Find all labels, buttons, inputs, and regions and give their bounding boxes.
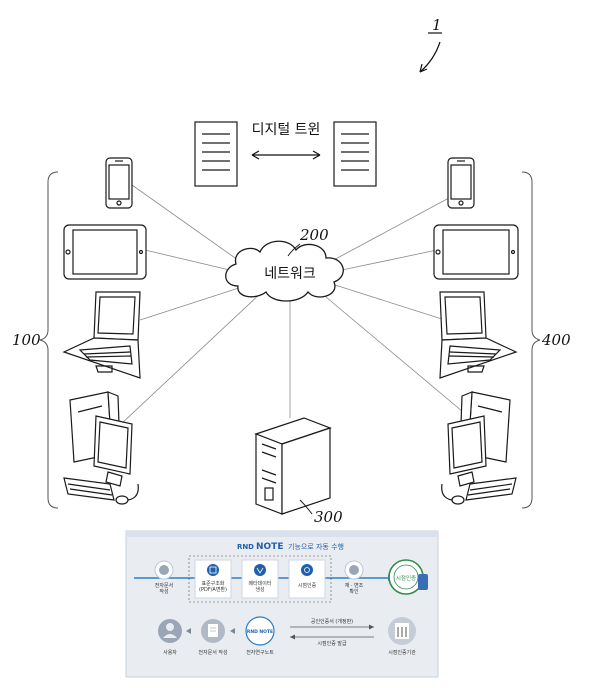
rnd-note-inset: RND NOTE 기능으로 자동 수행 전자문서 작성 표준구조화 (PDF/A…	[126, 531, 438, 677]
right-laptop-icon	[440, 292, 516, 378]
network-ref: 200	[299, 226, 329, 244]
left-group-brace	[40, 172, 58, 508]
figure-ref-number: 1	[432, 16, 442, 34]
step-3-label: 메타데이터	[248, 580, 271, 587]
right-group-brace	[522, 172, 540, 508]
note-label: 전자연구노트	[246, 649, 274, 656]
step-3-label-2: 생성	[255, 586, 264, 593]
right-group-ref: 400	[541, 331, 571, 349]
right-tablet-icon	[434, 225, 518, 279]
figure-ref: 1	[420, 16, 442, 72]
actor-rnd-note: RND NOTE 전자연구노트	[246, 617, 274, 656]
doc-label: 전자문서 작성	[198, 649, 227, 656]
pen-icon	[159, 565, 169, 575]
digital-twin-label: 디지털 트윈	[252, 122, 321, 138]
server-ref: 300	[314, 508, 343, 526]
left-tablet-icon	[64, 225, 146, 279]
actor-timestamp-agency: 시점인증기관	[388, 617, 416, 656]
right-desktop-computer-icon	[442, 392, 516, 504]
certificate-icon	[301, 564, 313, 576]
step-4-label: 시점인증	[298, 582, 317, 589]
step-2-label-2: (PDF/A변환)	[199, 586, 227, 593]
logo-prefix: RND	[237, 543, 254, 551]
network-label: 네트워크	[264, 266, 316, 282]
seal-text: 시점인증	[396, 575, 416, 582]
left-group-ref: 100	[12, 331, 41, 349]
agency-label: 시점인증기관	[388, 649, 416, 656]
process-step-pdfa-convert: 표준구조화 (PDF/A변환)	[195, 560, 231, 598]
inset-heading: 기능으로 자동 수행	[288, 542, 344, 551]
step-5-label: 재 · 변조	[345, 582, 364, 589]
right-smartphone-icon	[448, 158, 474, 208]
process-step-metadata: 메타데이터 생성	[242, 560, 278, 598]
digital-twin-right-document-icon	[334, 122, 376, 186]
metadata-icon	[254, 564, 266, 576]
step-5-label-2: 확인	[349, 588, 359, 595]
step-1-label-2: 작성	[159, 588, 168, 595]
digital-twin-left-document-icon	[195, 122, 237, 186]
left-laptop-icon	[64, 292, 140, 378]
left-desktop-computer-icon	[64, 392, 138, 504]
step-1-label: 전자문서	[155, 582, 173, 589]
left-smartphone-icon	[106, 158, 132, 208]
user-label: 사용자	[163, 649, 177, 656]
arrow-top-label: 공인인증서 (개정판)	[311, 618, 353, 625]
logo-brand: NOTE	[256, 542, 283, 552]
digital-twin-arrow	[252, 151, 320, 159]
note-chip: RND NOTE	[247, 629, 273, 635]
process-step-timestamp: 시점인증	[289, 560, 325, 598]
server-tower-icon	[256, 418, 330, 514]
network-links	[120, 185, 475, 425]
check-icon	[349, 565, 359, 575]
arrow-bottom-label: 시점인증 발급	[317, 640, 347, 647]
convert-icon	[207, 564, 219, 576]
